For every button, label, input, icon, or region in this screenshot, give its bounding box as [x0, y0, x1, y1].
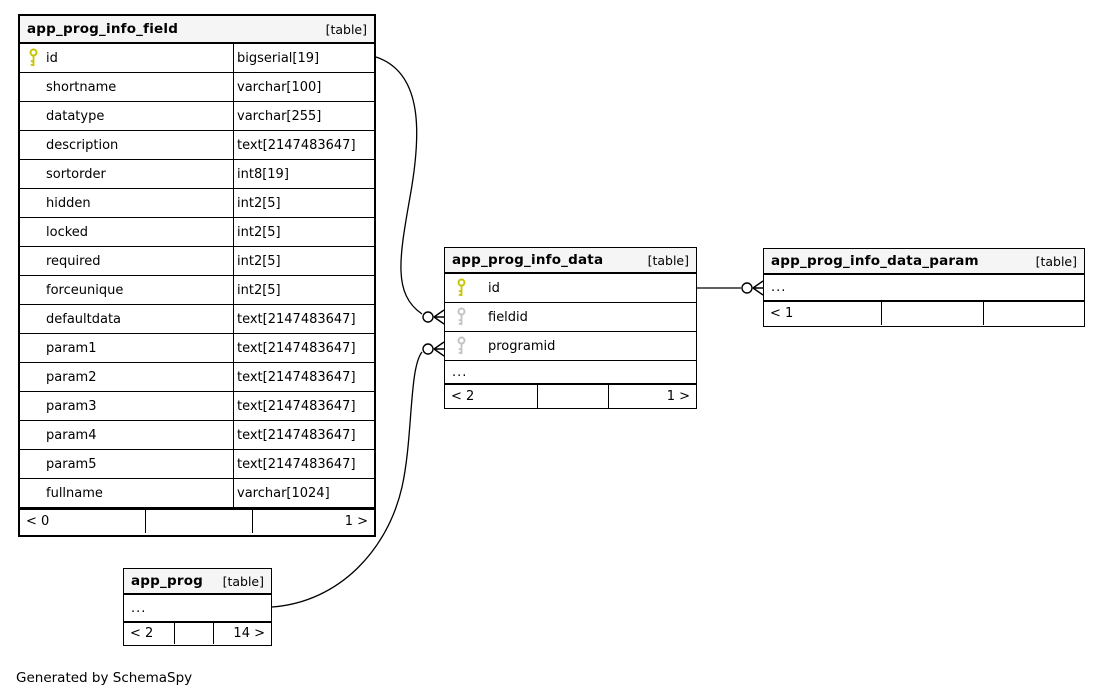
- column-type: text[2147483647]: [233, 363, 374, 391]
- table-tag: [table]: [1035, 253, 1077, 269]
- footer-middle-cell: [881, 302, 983, 325]
- column-type: varchar[1024]: [233, 479, 374, 507]
- column-type: text[2147483647]: [233, 450, 374, 478]
- column-name: datatype: [46, 108, 105, 124]
- column-name: param5: [46, 456, 97, 472]
- more-columns-ellipsis: ...: [131, 600, 147, 616]
- column-type: text[2147483647]: [233, 131, 374, 159]
- column-name: locked: [46, 224, 89, 240]
- footer-parents-count: [983, 302, 1084, 325]
- generated-by-note: Generated by SchemaSpy: [16, 670, 193, 686]
- column-type: int2[5]: [233, 276, 374, 304]
- column-row: param2 text[2147483647]: [20, 363, 374, 392]
- table-name[interactable]: app_prog_info_data: [452, 252, 604, 268]
- column-type: int2[5]: [233, 189, 374, 217]
- table-header: app_prog_info_data_param [table]: [764, 249, 1084, 275]
- foreign-key-icon: [457, 307, 466, 326]
- foreign-key-icon: [457, 336, 466, 355]
- table-name[interactable]: app_prog_info_field: [27, 21, 179, 37]
- footer-middle-cell: [145, 510, 252, 533]
- table-app-prog-info-field: app_prog_info_field [table] id bigserial…: [18, 14, 376, 537]
- footer-parents-count: 1 >: [252, 510, 374, 533]
- column-name: required: [46, 253, 101, 269]
- table-header: app_prog [table]: [124, 569, 271, 595]
- column-name: forceunique: [46, 282, 124, 298]
- table-app-prog: app_prog [table] ... < 2 14 >: [123, 568, 272, 646]
- column-row: sortorder int8[19]: [20, 160, 374, 189]
- column-type: varchar[255]: [233, 102, 374, 130]
- column-type: int2[5]: [233, 247, 374, 275]
- table-header: app_prog_info_field [table]: [20, 16, 374, 44]
- column-name: id: [488, 280, 500, 296]
- column-name: id: [46, 50, 58, 66]
- footer-middle-cell: [174, 623, 213, 644]
- column-name: param1: [46, 340, 97, 356]
- footer-children-count: < 1: [770, 306, 794, 321]
- column-name: hidden: [46, 195, 91, 211]
- crowfoot-marker-fieldid: [422, 309, 445, 325]
- column-row: fullname varchar[1024]: [20, 479, 374, 508]
- column-name: description: [46, 137, 119, 153]
- column-row: description text[2147483647]: [20, 131, 374, 160]
- column-row: defaultdata text[2147483647]: [20, 305, 374, 334]
- footer-children-count: < 2: [451, 389, 475, 404]
- table-tag: [table]: [647, 252, 689, 268]
- column-row: shortname varchar[100]: [20, 73, 374, 102]
- footer-parents-count: 14 >: [213, 623, 271, 644]
- column-name: param2: [46, 369, 97, 385]
- table-footer: < 2 1 >: [445, 383, 696, 408]
- column-type: text[2147483647]: [233, 421, 374, 449]
- table-tag: [table]: [325, 21, 367, 37]
- relationship-curve-field-id-to-fieldid: [375, 56, 423, 315]
- table-header: app_prog_info_data [table]: [445, 248, 696, 274]
- footer-children-count: < 0: [26, 514, 50, 529]
- column-row: forceunique int2[5]: [20, 276, 374, 305]
- footer-children-count: < 2: [130, 626, 154, 641]
- column-row: param5 text[2147483647]: [20, 450, 374, 479]
- primary-key-icon: [457, 278, 466, 297]
- column-row: programid: [445, 332, 696, 361]
- column-row: locked int2[5]: [20, 218, 374, 247]
- column-row: fieldid: [445, 303, 696, 332]
- column-row: id bigserial[19]: [20, 44, 374, 73]
- column-type: text[2147483647]: [233, 305, 374, 333]
- column-row: param4 text[2147483647]: [20, 421, 374, 450]
- column-type: varchar[100]: [233, 73, 374, 101]
- column-name: defaultdata: [46, 311, 122, 327]
- column-name: programid: [488, 338, 556, 354]
- column-name: sortorder: [46, 166, 106, 182]
- table-name[interactable]: app_prog_info_data_param: [771, 253, 979, 269]
- column-name: param3: [46, 398, 97, 414]
- more-columns-ellipsis: ...: [771, 280, 787, 295]
- crowfoot-marker-data-param: [741, 280, 764, 296]
- column-row: hidden int2[5]: [20, 189, 374, 218]
- column-type: int2[5]: [233, 218, 374, 246]
- column-row: id: [445, 274, 696, 303]
- table-tag: [table]: [222, 573, 264, 589]
- column-row: param1 text[2147483647]: [20, 334, 374, 363]
- footer-parents-count: 1 >: [608, 385, 696, 408]
- column-name: fieldid: [488, 309, 528, 325]
- column-type: int8[19]: [233, 160, 374, 188]
- table-footer: < 0 1 >: [20, 508, 374, 533]
- more-columns-ellipsis: ...: [452, 364, 468, 380]
- crowfoot-marker-programid: [422, 341, 445, 357]
- table-name[interactable]: app_prog: [131, 573, 204, 589]
- column-name: shortname: [46, 79, 117, 95]
- column-type: text[2147483647]: [233, 334, 374, 362]
- column-row: param3 text[2147483647]: [20, 392, 374, 421]
- primary-key-icon: [29, 48, 38, 67]
- column-row: datatype varchar[255]: [20, 102, 374, 131]
- table-footer: < 1: [764, 300, 1084, 325]
- column-name: param4: [46, 427, 97, 443]
- table-app-prog-info-data-param: app_prog_info_data_param [table] ... < 1: [763, 248, 1085, 327]
- footer-middle-cell: [537, 385, 608, 408]
- table-footer: < 2 14 >: [124, 621, 271, 644]
- table-app-prog-info-data: app_prog_info_data [table] id fieldid pr…: [444, 247, 697, 409]
- column-type: bigserial[19]: [233, 44, 374, 72]
- column-name: fullname: [46, 485, 103, 501]
- column-type: text[2147483647]: [233, 392, 374, 420]
- column-row: required int2[5]: [20, 247, 374, 276]
